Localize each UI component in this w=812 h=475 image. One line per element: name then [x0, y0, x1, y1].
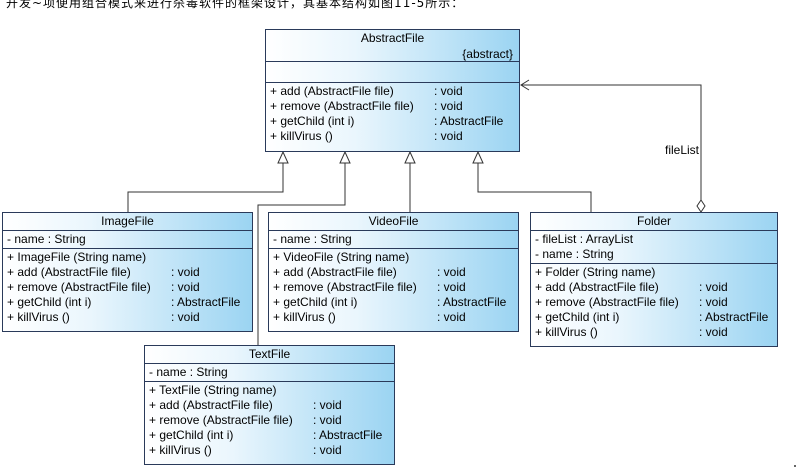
generalization-folder	[477, 163, 592, 212]
attribute-row: - name : String	[535, 247, 614, 261]
class-name: VideoFile	[368, 214, 419, 228]
operation-compartment: + ImageFile (String name) + add (Abstrac…	[3, 248, 252, 326]
operation-row: + ImageFile (String name)	[7, 250, 147, 264]
association-role-label: fileList	[665, 143, 700, 157]
operation-row: + getChild (int i): AbstractFile	[149, 428, 383, 442]
operation-row: + add (AbstractFile file): void	[273, 265, 466, 279]
class-name: AbstractFile	[360, 31, 425, 45]
attribute-compartment: - name : String	[145, 363, 394, 381]
attribute-row: - name : String	[149, 365, 228, 379]
operation-row: + VideoFile (String name)	[273, 250, 410, 264]
operation-row: + add (AbstractFile file): void	[7, 265, 200, 279]
operation-compartment: + add (AbstractFile file): void + remove…	[266, 82, 519, 145]
attribute-compartment: - name : String	[269, 230, 518, 248]
class-name: ImageFile	[101, 214, 154, 228]
operation-row: + getChild (int i): AbstractFile	[7, 295, 241, 309]
operation-row: + add (AbstractFile file): void	[535, 280, 728, 294]
generalization-arrowhead	[277, 150, 289, 164]
operation-row: + killVirus (): void	[7, 310, 200, 324]
operation-row: + remove (AbstractFile file): void	[273, 280, 466, 294]
operation-row: + killVirus (): void	[535, 325, 728, 339]
operation-row: + killVirus (): void	[149, 443, 342, 457]
operation-compartment: + VideoFile (String name) + add (Abstrac…	[269, 248, 518, 326]
operation-compartment: + TextFile (String name) + add (Abstract…	[145, 381, 394, 459]
operation-row: + getChild (int i): AbstractFile	[273, 295, 507, 309]
generalization-arrowhead	[339, 150, 351, 164]
association-arrowhead	[520, 79, 530, 91]
generalization-arrowhead	[404, 150, 416, 164]
operation-row: + remove (AbstractFile file): void	[7, 280, 200, 294]
attribute-row: - name : String	[7, 232, 86, 246]
class-abstractfile: AbstractFile {abstract} + add (AbstractF…	[265, 29, 520, 152]
generalization-imagefile	[127, 163, 284, 212]
operation-compartment: + Folder (String name) + add (AbstractFi…	[531, 263, 777, 341]
header-text: 开发~项便用组合模式来进行杀毒软件的框架设计，其基本结构如图11-5所示：	[6, 0, 465, 10]
operation-row: + getChild (int i): AbstractFile	[535, 310, 769, 324]
class-stereotype: {abstract}	[462, 47, 513, 61]
generalization-textfile	[257, 163, 346, 345]
operation-row: + add (AbstractFile file): void	[149, 398, 342, 412]
attribute-compartment: - name : String	[3, 230, 252, 248]
attribute-row: - name : String	[273, 232, 352, 246]
aggregation-filelist	[521, 84, 702, 200]
class-name: TextFile	[248, 347, 291, 361]
attribute-compartment	[266, 61, 519, 82]
class-videofile: VideoFile - name : String + VideoFile (S…	[268, 212, 519, 332]
class-name: Folder	[636, 214, 671, 228]
operation-row: + remove (AbstractFile file): void	[270, 99, 463, 113]
operation-row: + killVirus (): void	[270, 129, 463, 143]
class-imagefile: ImageFile - name : String + ImageFile (S…	[2, 212, 253, 332]
class-folder: Folder - fileList : ArrayList - name : S…	[530, 212, 778, 347]
attribute-compartment: - fileList : ArrayList - name : String	[531, 230, 777, 263]
stray-dot	[794, 465, 796, 467]
operation-row: + remove (AbstractFile file): void	[149, 413, 342, 427]
operation-row: + killVirus (): void	[273, 310, 466, 324]
operation-row: + remove (AbstractFile file): void	[535, 295, 728, 309]
operation-row: + add (AbstractFile file): void	[270, 84, 463, 98]
aggregation-diamond	[696, 199, 706, 213]
operation-row: + TextFile (String name)	[149, 383, 277, 397]
generalization-arrowhead	[472, 150, 484, 164]
class-textfile: TextFile - name : String + TextFile (Str…	[144, 345, 395, 465]
operation-row: + Folder (String name)	[535, 265, 656, 279]
operation-row: + getChild (int i): AbstractFile	[270, 114, 504, 128]
attribute-row: - fileList : ArrayList	[535, 232, 634, 246]
